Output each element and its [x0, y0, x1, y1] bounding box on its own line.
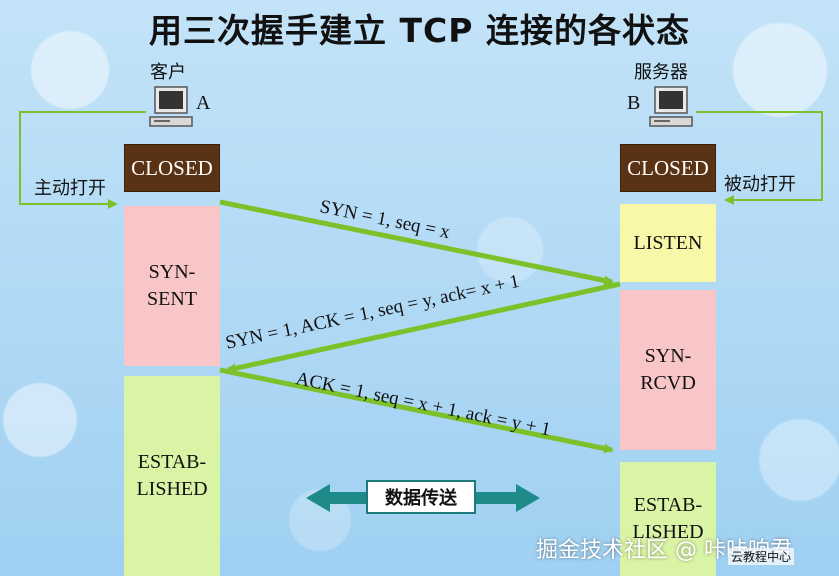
server-state-syn-rcvd: SYN- RCVD: [620, 290, 716, 450]
passive-open-label: 被动打开: [724, 174, 796, 195]
active-open-arrow: [19, 111, 146, 209]
ack-arrow: [219, 367, 614, 454]
client-state-established: ESTAB- LISHED: [124, 376, 220, 576]
server-state-listen: LISTEN: [620, 204, 716, 282]
syn-ack-arrow: [226, 281, 621, 374]
passive-open-arrow: [696, 111, 823, 205]
page-title: 用三次握手建立 TCP 连接的各状态: [149, 11, 690, 50]
client-letter: A: [196, 92, 211, 114]
client-label: 客户: [150, 62, 186, 83]
data-transfer-right-arrow: [476, 484, 540, 512]
syn-arrow: [219, 199, 614, 286]
data-transfer-left-arrow: [306, 484, 366, 512]
server-state-established: ESTAB- LISHED: [620, 462, 716, 576]
active-open-label: 主动打开: [34, 178, 106, 199]
server-label: 服务器: [634, 62, 688, 83]
server-computer-icon: [649, 86, 693, 127]
client-state-syn-sent: SYN- SENT: [124, 206, 220, 366]
data-transfer-label: 数据传送: [366, 480, 476, 514]
watermark-small-text: 云教程中心: [728, 548, 795, 565]
client-computer-icon: [149, 86, 193, 127]
server-state-closed: CLOSED: [620, 144, 716, 192]
server-letter: B: [627, 92, 641, 114]
client-state-closed: CLOSED: [124, 144, 220, 192]
